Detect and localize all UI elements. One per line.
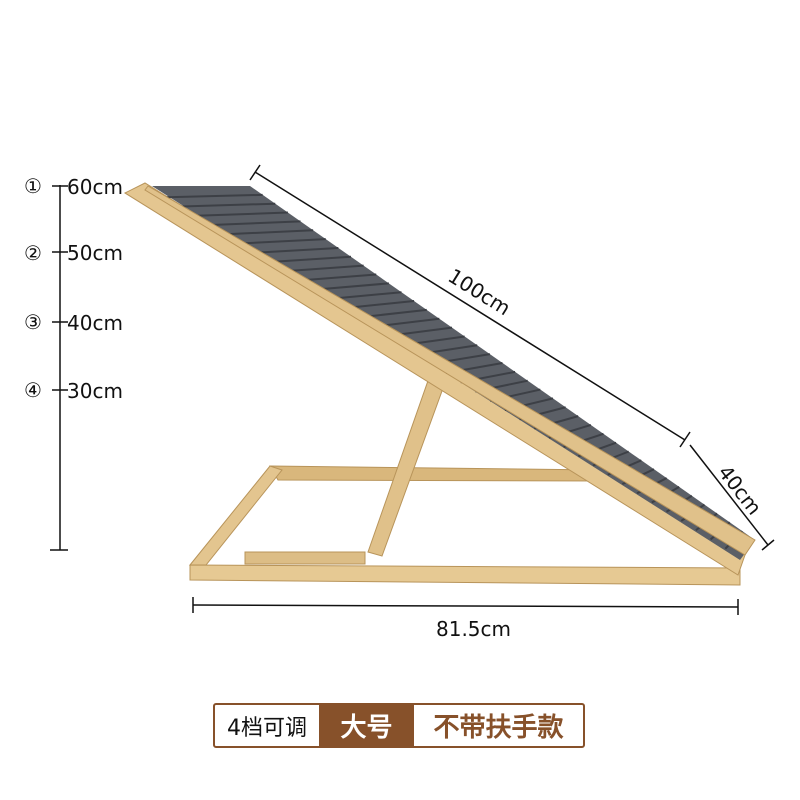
ramp-board bbox=[123, 182, 756, 576]
carpet-stripe bbox=[240, 238, 326, 245]
level-1-marker: ① bbox=[24, 174, 42, 198]
product-badge: 4档可调 大号 不带扶手款 bbox=[213, 703, 585, 748]
carpet-stripe bbox=[196, 211, 288, 217]
size-label: 大号 bbox=[319, 705, 414, 746]
carpet-stripe bbox=[166, 193, 263, 199]
carpet-stripe bbox=[225, 229, 314, 236]
levels-label: 4档可调 bbox=[227, 715, 307, 741]
carpet-stripe bbox=[284, 264, 364, 273]
carpet-stripe bbox=[313, 282, 389, 291]
carpet-stripe bbox=[269, 255, 352, 263]
level-2-marker: ② bbox=[24, 241, 42, 265]
base-length-label: 81.5cm bbox=[436, 617, 512, 641]
height-scale bbox=[50, 185, 68, 551]
carpet-stripe bbox=[254, 246, 339, 254]
level-1-height: 60cm bbox=[67, 175, 123, 199]
carpet-stripe bbox=[298, 273, 377, 282]
variant-label: 不带扶手款 bbox=[433, 713, 564, 743]
level-4-height: 30cm bbox=[67, 379, 123, 403]
dimension-lines bbox=[192, 164, 775, 615]
support-leg bbox=[367, 374, 447, 557]
carpet-stripe bbox=[210, 220, 301, 226]
carpet-stripe bbox=[181, 202, 276, 208]
base-frame bbox=[188, 465, 741, 586]
level-4-marker: ④ bbox=[24, 378, 42, 402]
level-2-height: 50cm bbox=[67, 241, 123, 265]
level-3-marker: ③ bbox=[24, 310, 42, 334]
level-3-height: 40cm bbox=[67, 311, 123, 335]
